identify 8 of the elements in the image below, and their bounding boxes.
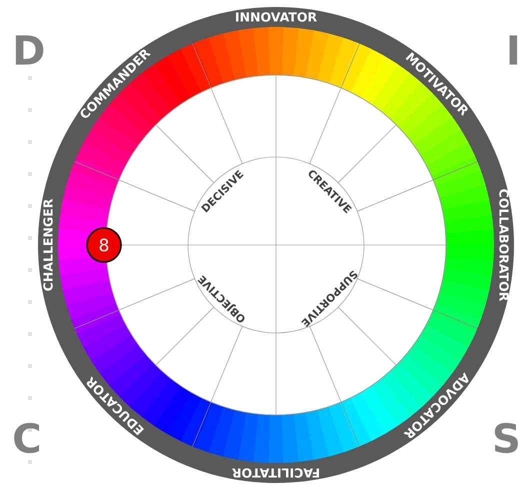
segment-label: CHALLENGER — [43, 198, 53, 291]
segment-label: COLLABORATOR — [499, 189, 509, 302]
quadrant-letter: I — [510, 35, 518, 65]
quadrant-letter: S — [494, 422, 518, 454]
segment-label: FACILITATOR — [232, 468, 319, 478]
segment-label: INNOVATOR — [236, 12, 317, 22]
quadrant-letter: C — [14, 422, 39, 454]
quadrant-letter: D — [16, 35, 44, 65]
